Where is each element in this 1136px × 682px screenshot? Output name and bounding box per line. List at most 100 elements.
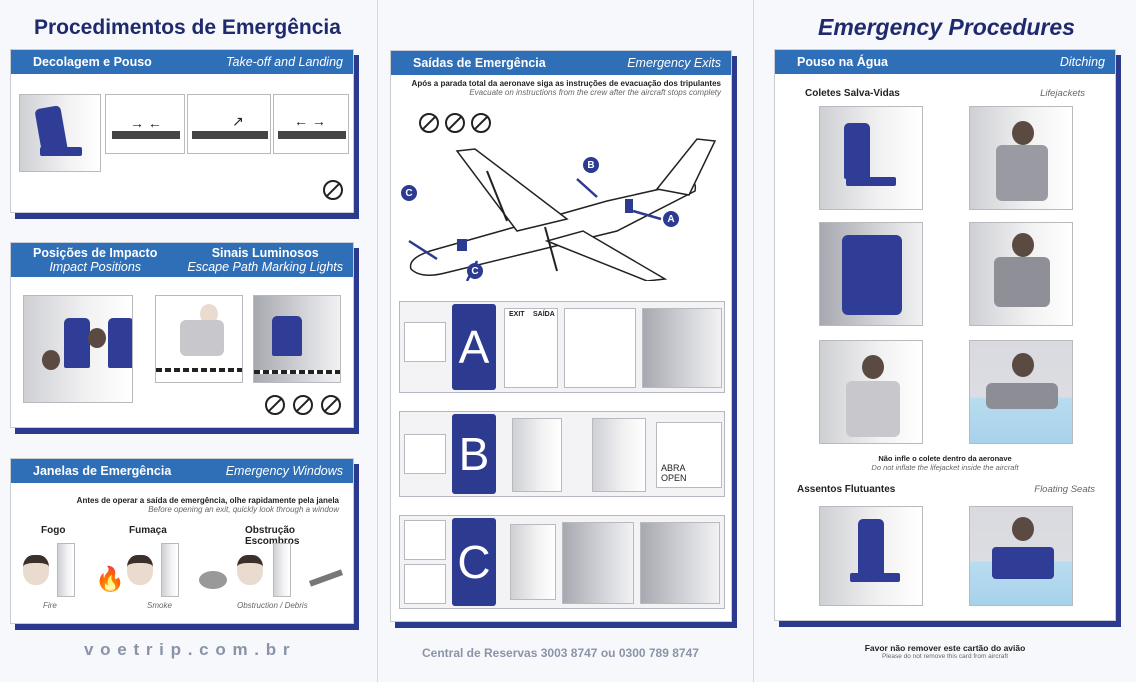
floor-lights-illustration — [155, 295, 243, 383]
door-open-illustration — [642, 308, 722, 388]
seat-cushion-illustration — [819, 506, 923, 606]
exit-light-seat-illustration — [253, 295, 341, 383]
no-smoking-icon — [323, 180, 343, 200]
lifejackets-title-en: Lifejackets — [1040, 88, 1085, 99]
lifejacket-fasten-illustration — [969, 222, 1073, 326]
windows-note: Antes de operar a saída de emergência, o… — [77, 496, 339, 514]
lifejackets-subheader: Coletes Salva-Vidas Lifejackets — [805, 88, 1085, 99]
middle-panel: Saídas de Emergência Emergency Exits Apó… — [378, 0, 754, 682]
no-baggage-icon — [445, 113, 465, 133]
plane-label-a: A — [663, 211, 679, 227]
takeoff-title-en: Take-off and Landing — [226, 55, 343, 69]
exits-note-pt: Após a parada total da aeronave siga as … — [411, 79, 721, 88]
brace-position-illustration — [23, 295, 133, 403]
page-title-en: Emergency Procedures — [818, 14, 1075, 40]
exits-note: Após a parada total da aeronave siga as … — [412, 79, 721, 97]
lifejacket-over-head-illustration — [969, 106, 1073, 210]
inflate-warning: Não infle o colete dentro da aeronave Do… — [775, 454, 1115, 472]
fire-label-en: Fire — [43, 601, 57, 610]
no-baggage-icon — [293, 395, 313, 415]
seatbelt-fasten-illustration: → ← — [105, 94, 185, 154]
floating-seats-title-pt: Assentos Flutuantes — [797, 484, 896, 495]
website-footer: v o e t r i p . c o m . b r — [84, 640, 291, 659]
lifejackets-title-pt: Coletes Salva-Vidas — [805, 88, 900, 99]
obstruction-label-en: Obstruction / Debris — [237, 601, 308, 610]
exit-c-row: C — [399, 515, 725, 609]
ditching-section: Pouso na Água Ditching Coletes Salva-Vid… — [774, 49, 1116, 621]
plane-landed-icon — [404, 564, 446, 604]
reservations-footer: Central de Reservas 3003 8747 ou 0300 78… — [422, 646, 699, 660]
right-panel: Emergency Procedures Pouso na Água Ditch… — [754, 0, 1136, 682]
no-smoking-icon — [265, 395, 285, 415]
smoke-cloud-icon — [199, 571, 227, 589]
exits-note-en: Evacuate on instructions from the crew a… — [469, 88, 721, 97]
takeoff-header: Decolagem e Pouso Take-off and Landing — [11, 50, 353, 74]
exit-a-row: A EXIT SAÍDA — [399, 301, 725, 393]
exits-section: Saídas de Emergência Emergency Exits Apó… — [390, 50, 732, 622]
ditching-title-pt: Pouso na Água — [797, 55, 888, 69]
inflate-warning-pt: Não infle o colete dentro da aeronave — [878, 454, 1012, 463]
windows-note-en: Before opening an exit, quickly look thr… — [148, 505, 339, 514]
no-smoking-icon — [419, 113, 439, 133]
floating-seats-title-en: Floating Seats — [1034, 484, 1095, 495]
takeoff-title-pt: Decolagem e Pouso — [33, 55, 152, 69]
seat-cushion-float-illustration — [969, 506, 1073, 606]
exits-header: Saídas de Emergência Emergency Exits — [391, 51, 731, 75]
plane-water-icon — [404, 520, 446, 560]
lifejacket-strap-illustration — [819, 222, 923, 326]
no-shoes-icon — [321, 395, 341, 415]
exit-handle-illustration — [564, 308, 636, 388]
exit-c-letter: C — [452, 518, 496, 606]
plane-label-c-front: C — [401, 185, 417, 201]
ditching-title-en: Ditching — [1059, 55, 1105, 69]
windows-title-pt: Janelas de Emergência — [33, 464, 172, 478]
card-footer-pt: Favor não remover este cartão do avião — [864, 643, 1026, 653]
ditching-header: Pouso na Água Ditching — [775, 50, 1115, 74]
card-footer: Favor não remover este cartão do avião P… — [774, 643, 1116, 660]
hatch-exit-illustration — [640, 522, 720, 604]
seat-upright-illustration — [19, 94, 101, 172]
lights-title-pt: Sinais Luminosos — [211, 246, 319, 260]
plane-landed-icon — [404, 434, 446, 474]
smoke-label-en: Smoke — [147, 601, 172, 610]
exit-a-letter: A — [452, 304, 496, 390]
door-handle-illustration — [592, 418, 646, 492]
smoke-label-pt: Fumaça — [129, 525, 167, 536]
left-panel: Procedimentos de Emergência Decolagem e … — [0, 0, 378, 682]
lights-title-en: Escape Path Marking Lights — [187, 260, 343, 274]
impact-title-pt: Posições de Impacto — [33, 246, 158, 260]
lifejacket-tube-illustration — [819, 340, 923, 444]
inflate-warning-en: Do not inflate the lifejacket inside the… — [871, 463, 1019, 472]
exit-sign-illustration: EXIT SAÍDA — [504, 308, 558, 388]
fire-item: Fogo 🔥 Fire — [17, 525, 125, 613]
windows-title-en: Emergency Windows — [225, 464, 343, 478]
plane-label-b: B — [583, 157, 599, 173]
impact-title-en: Impact Positions — [49, 260, 142, 274]
no-shoes-icon — [471, 113, 491, 133]
page-title-pt: Procedimentos de Emergência — [34, 16, 341, 39]
lifejacket-under-seat-illustration — [819, 106, 923, 210]
floating-seats-subheader: Assentos Flutuantes Floating Seats — [797, 484, 1095, 495]
exits-title-en: Emergency Exits — [627, 56, 721, 70]
hatch-open-illustration — [562, 522, 634, 604]
fire-icon: 🔥 — [95, 566, 125, 593]
impact-header: Posições de Impacto Impact Positions Sin… — [11, 243, 353, 277]
card-footer-en: Please do not remove this card from airc… — [881, 653, 1009, 660]
exits-title-pt: Saídas de Emergência — [413, 56, 546, 70]
smoke-item: Fumaça Smoke — [127, 525, 235, 613]
debris-icon — [308, 569, 344, 587]
plane-landed-icon — [404, 322, 446, 362]
plane-label-c-rear: C — [467, 263, 483, 279]
door-closed-illustration — [512, 418, 562, 492]
exit-b-letter: B — [452, 414, 496, 494]
windows-header: Janelas de Emergência Emergency Windows — [11, 459, 353, 483]
takeoff-section: Decolagem e Pouso Take-off and Landing →… — [10, 49, 354, 213]
windows-note-pt: Antes de operar a saída de emergência, o… — [76, 496, 339, 505]
impact-section: Posições de Impacto Impact Positions Sin… — [10, 242, 354, 428]
hatch-illustration — [510, 524, 556, 600]
lifejacket-in-water-illustration — [969, 340, 1073, 444]
aircraft-diagram — [408, 138, 717, 281]
